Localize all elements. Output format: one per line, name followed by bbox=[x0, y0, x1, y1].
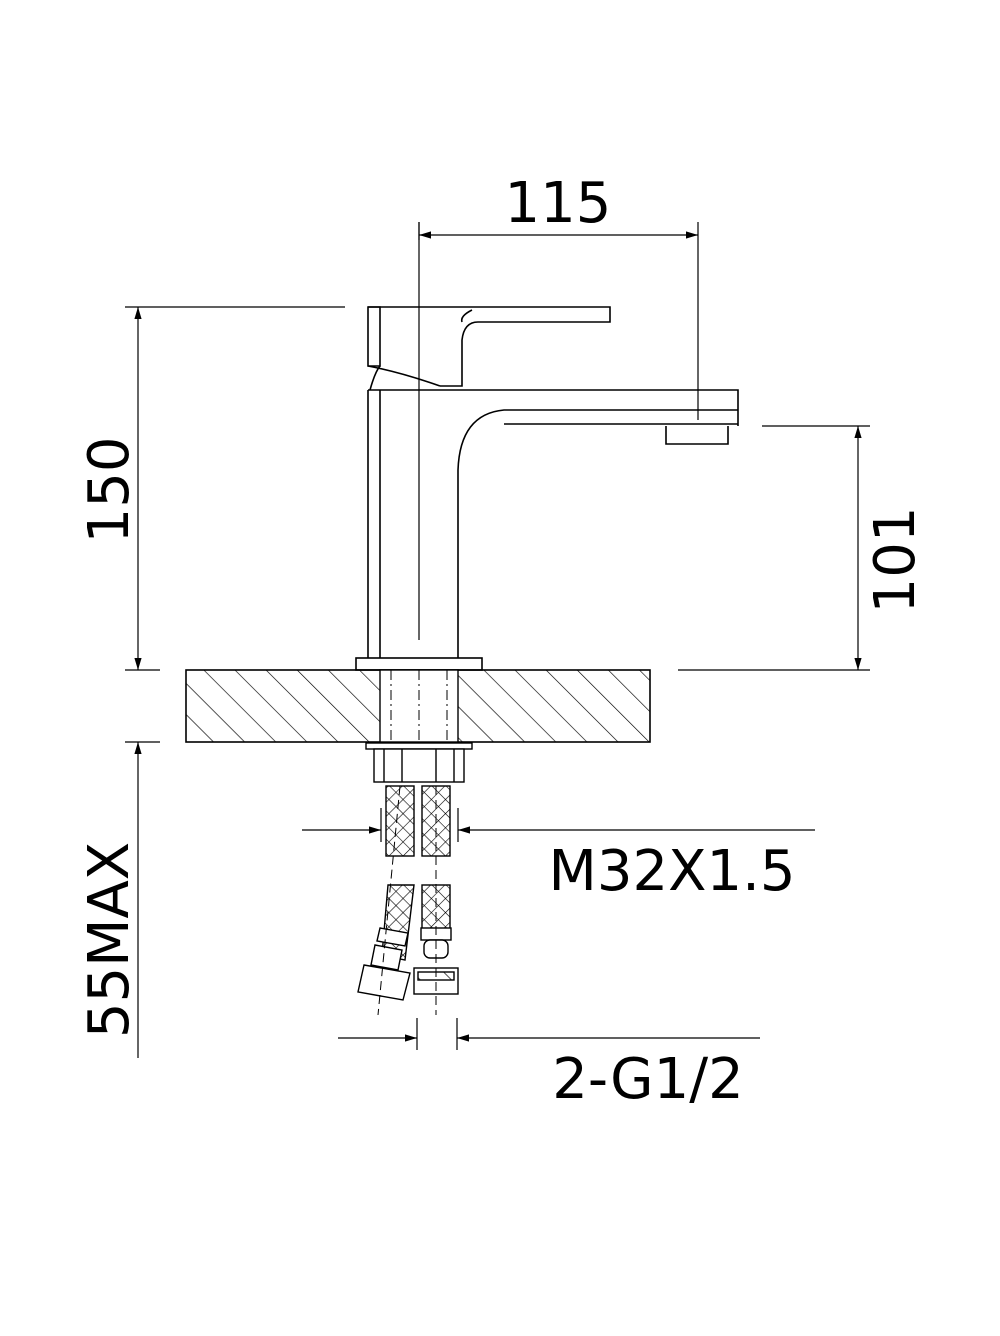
dim-hose-g12: 2-G1/2 bbox=[552, 1047, 743, 1112]
tap-outline bbox=[355, 306, 739, 671]
flexible-hoses bbox=[357, 785, 459, 1016]
dim-thread-m32: M32X1.5 bbox=[549, 839, 796, 904]
dim-height-150: 150 bbox=[77, 437, 142, 544]
dim-width-115: 115 bbox=[505, 171, 612, 236]
dim-max-55: 55MAX bbox=[77, 842, 142, 1038]
mounting-nut bbox=[365, 742, 473, 783]
dim-height-101: 101 bbox=[863, 507, 928, 614]
dimension-lines bbox=[125, 222, 870, 1058]
